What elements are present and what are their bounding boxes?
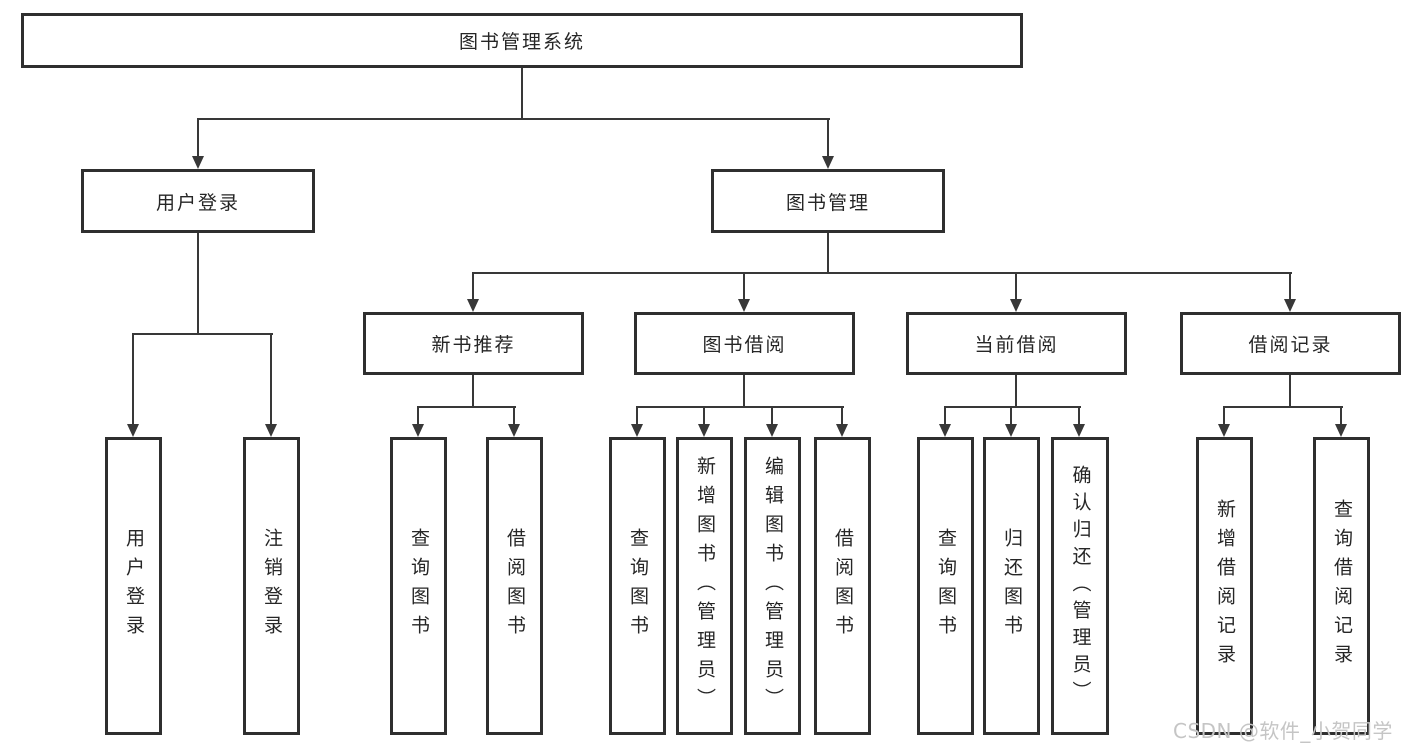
connector-line (513, 406, 515, 424)
connector-line (703, 406, 705, 424)
connector-line (827, 233, 829, 272)
leaf-query-books-1: 查询图书 (390, 437, 447, 735)
leaf-borrow-books-1-label: 借阅图书 (504, 528, 526, 644)
node-book-management: 图书管理 (711, 169, 945, 233)
arrow-down-icon (1010, 299, 1022, 312)
leaf-query-borrow-record: 查询借阅记录 (1313, 437, 1370, 735)
leaf-user-login: 用户登录 (105, 437, 162, 735)
leaf-confirm-return-admin-label: 确认归还（管理员） (1069, 464, 1092, 708)
connector-line (1015, 375, 1017, 406)
leaf-query-books-2-label: 查询图书 (627, 528, 649, 644)
leaf-logout: 注销登录 (243, 437, 300, 735)
arrow-down-icon (836, 424, 848, 437)
leaf-query-books-2: 查询图书 (609, 437, 666, 735)
connector-line (197, 118, 830, 120)
arrow-down-icon (1218, 424, 1230, 437)
arrow-down-icon (939, 424, 951, 437)
leaf-borrow-books-1: 借阅图书 (486, 437, 543, 735)
arrow-down-icon (1335, 424, 1347, 437)
connector-line (944, 406, 1081, 408)
leaf-return-books-label: 归还图书 (1001, 528, 1023, 644)
connector-line (472, 375, 474, 406)
leaf-return-books: 归还图书 (983, 437, 1040, 735)
node-root: 图书管理系统 (21, 13, 1023, 68)
connector-line (132, 333, 134, 424)
connector-line (472, 272, 1292, 274)
node-current-borrow: 当前借阅 (906, 312, 1127, 375)
arrow-down-icon (822, 156, 834, 169)
connector-line (132, 333, 273, 335)
node-user-login-label: 用户登录 (155, 191, 240, 214)
connector-line (1223, 406, 1225, 424)
node-book-management-label: 图书管理 (785, 191, 870, 214)
connector-line (944, 406, 946, 424)
arrow-down-icon (1005, 424, 1017, 437)
node-new-book-recommend-label: 新书推荐 (431, 334, 516, 356)
watermark-text: CSDN @软件_小贺同学 (1173, 719, 1393, 743)
connector-line (827, 118, 829, 156)
connector-line (521, 68, 523, 118)
connector-line (197, 118, 199, 156)
leaf-add-books-admin: 新增图书（管理员） (676, 437, 733, 735)
connector-line (417, 406, 419, 424)
connector-line (1289, 375, 1291, 406)
connector-line (1340, 406, 1342, 424)
node-book-borrow: 图书借阅 (634, 312, 855, 375)
connector-line (197, 233, 199, 333)
node-current-borrow-label: 当前借阅 (974, 334, 1059, 356)
leaf-query-borrow-record-label: 查询借阅记录 (1331, 499, 1353, 673)
leaf-add-borrow-record-label: 新增借阅记录 (1214, 499, 1236, 673)
connector-line (417, 406, 516, 408)
leaf-borrow-books-2: 借阅图书 (814, 437, 871, 735)
connector-line (270, 333, 272, 424)
arrow-down-icon (265, 424, 277, 437)
arrow-down-icon (738, 299, 750, 312)
leaf-add-borrow-record: 新增借阅记录 (1196, 437, 1253, 735)
arrow-down-icon (508, 424, 520, 437)
arrow-down-icon (467, 299, 479, 312)
leaf-query-books-3: 查询图书 (917, 437, 974, 735)
leaf-logout-label: 注销登录 (261, 528, 283, 644)
node-new-book-recommend: 新书推荐 (363, 312, 584, 375)
arrow-down-icon (1284, 299, 1296, 312)
leaf-confirm-return-admin: 确认归还（管理员） (1051, 437, 1109, 735)
leaf-borrow-books-2-label: 借阅图书 (832, 528, 854, 644)
arrow-down-icon (766, 424, 778, 437)
leaf-query-books-3-label: 查询图书 (935, 528, 957, 644)
connector-line (1289, 272, 1291, 299)
arrow-down-icon (127, 424, 139, 437)
leaf-user-login-label: 用户登录 (123, 528, 145, 644)
connector-line (1223, 406, 1343, 408)
node-borrow-records: 借阅记录 (1180, 312, 1401, 375)
leaf-edit-books-admin: 编辑图书（管理员） (744, 437, 801, 735)
node-book-borrow-label: 图书借阅 (702, 334, 787, 356)
leaf-query-books-1-label: 查询图书 (408, 528, 430, 644)
connector-line (636, 406, 638, 424)
arrow-down-icon (631, 424, 643, 437)
connector-line (472, 272, 474, 299)
node-root-label: 图书管理系统 (458, 31, 585, 53)
connector-line (1010, 406, 1012, 424)
connector-line (743, 375, 745, 406)
connector-line (1078, 406, 1080, 424)
arrow-down-icon (1073, 424, 1085, 437)
connector-line (1015, 272, 1017, 299)
connector-line (771, 406, 773, 424)
node-borrow-records-label: 借阅记录 (1248, 334, 1333, 356)
connector-line (743, 272, 745, 299)
arrow-down-icon (192, 156, 204, 169)
arrow-down-icon (412, 424, 424, 437)
node-user-login: 用户登录 (81, 169, 315, 233)
connector-line (636, 406, 844, 408)
leaf-add-books-admin-label: 新增图书（管理员） (694, 455, 716, 717)
arrow-down-icon (698, 424, 710, 437)
leaf-edit-books-admin-label: 编辑图书（管理员） (762, 455, 784, 717)
connector-line (841, 406, 843, 424)
